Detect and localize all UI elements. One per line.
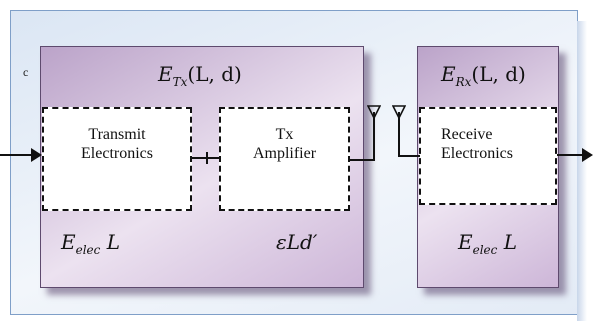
transmit-electronics-box: Transmit Electronics bbox=[42, 107, 192, 211]
transmitter-electronics-energy: Eelec L bbox=[61, 230, 121, 257]
receiver-energy-label: ERx(L, d) bbox=[441, 62, 526, 89]
tx-antenna-feed bbox=[350, 159, 374, 161]
input-arrowhead bbox=[31, 148, 42, 162]
rx-antenna-icon bbox=[392, 105, 406, 120]
connector-tick bbox=[206, 152, 208, 164]
receive-electronics-box: Receive Electronics bbox=[419, 107, 557, 205]
internal-connector bbox=[192, 157, 219, 159]
tx-antenna-icon bbox=[367, 105, 381, 120]
output-arrowhead bbox=[582, 148, 593, 162]
output-line bbox=[557, 154, 583, 156]
transmitter-energy-label: ETx(L, d) bbox=[158, 62, 242, 89]
receiver-electronics-energy: Eelec L bbox=[458, 230, 518, 257]
input-line bbox=[0, 154, 33, 156]
rx-antenna-feed bbox=[398, 155, 420, 157]
stray-mark: c bbox=[23, 65, 29, 79]
amplifier-energy: εLd′ bbox=[276, 230, 318, 254]
tx-antenna-mast bbox=[373, 112, 375, 161]
tx-amplifier-box: Tx Amplifier bbox=[219, 107, 350, 211]
rx-antenna-mast bbox=[398, 112, 400, 156]
